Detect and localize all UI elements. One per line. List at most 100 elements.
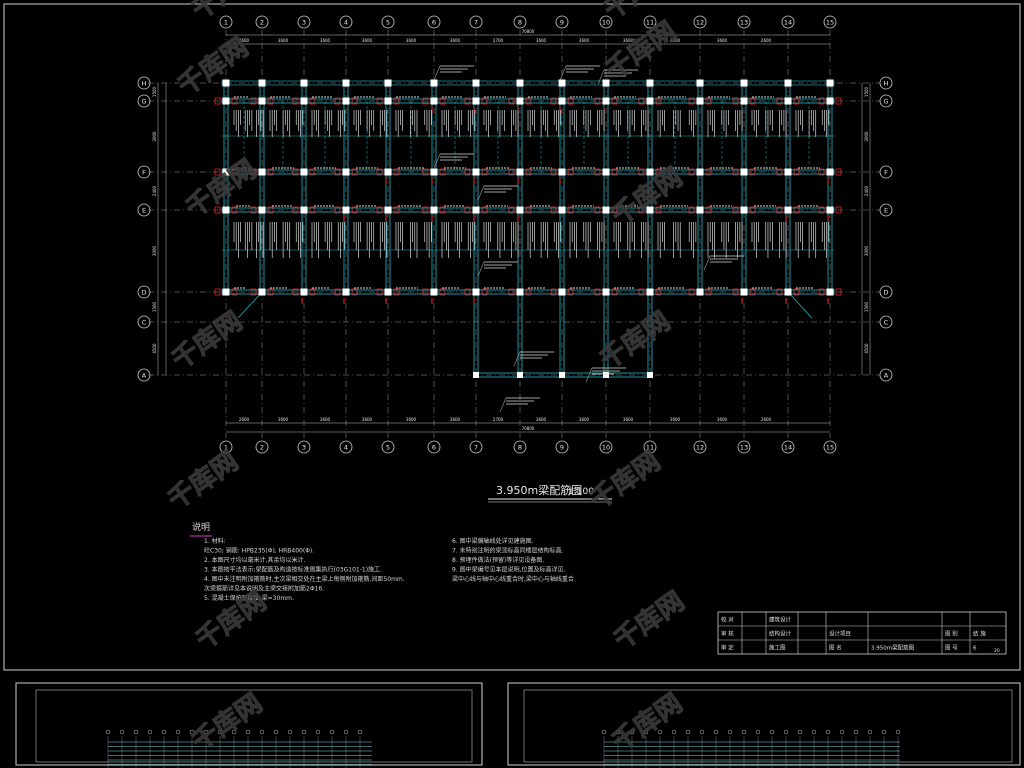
preview-bubble [825,729,831,735]
sheet-border-lower-right [507,682,1021,766]
axis-bubble [879,94,893,108]
column [430,288,438,296]
preview-bubble [203,729,209,735]
rebar-mark [481,206,488,214]
axis-label: 6 [432,444,436,452]
note-line: 8. 预埋件做法(预留)等详见设备图. [452,556,544,564]
column [559,372,565,378]
preview-bubble [147,729,153,735]
rebar-mark [267,206,274,214]
rebar-mark [776,168,783,176]
dimension-label: 3600 [670,38,681,43]
preview-bubble [629,729,635,735]
axis-label: E [884,207,888,215]
axis-label: 15 [826,19,834,27]
preview-bubble [853,729,859,735]
column [646,79,654,87]
dimension-label: 3000 [864,131,869,142]
axis-label: G [141,98,146,106]
axis-label: C [142,319,147,327]
beam-horizontal [221,207,835,213]
axis-bubble [693,15,707,29]
rebar-mark [376,206,383,214]
watermark-text: 千库网 [167,306,248,375]
title-block-cell: 结 施 [973,630,986,638]
watermark-text: 千库网 [595,306,676,375]
dimension-label: 3600 [536,38,547,43]
rebar-mark [705,168,712,176]
rebar-mark [439,97,446,105]
column [300,97,308,105]
watermark-text: 千库网 [585,446,666,515]
rebar-mark [818,168,825,176]
column [558,97,566,105]
column [784,206,792,214]
axis-bubble [469,440,483,454]
column [430,97,438,105]
dimension-label: 3600 [362,38,373,43]
axis-bubble [737,440,751,454]
column [384,97,392,105]
axis-label: 12 [696,19,704,27]
column [646,288,654,296]
column [222,79,230,87]
preview-bubble [769,729,775,735]
column [826,79,834,87]
rebar-mark [732,168,739,176]
axis-bubble [737,15,751,29]
axis-label: 2 [260,444,264,452]
rebar-mark [655,97,662,105]
axis-label: F [142,169,146,177]
watermark-text: 千库网 [609,586,690,655]
rebar-mark [776,97,783,105]
column [784,97,792,105]
axis-bubble [879,203,893,217]
preview-bubble [755,729,761,735]
axis-bubble [555,440,569,454]
column [258,206,266,214]
axis-bubble [643,440,657,454]
column [516,288,524,296]
rebar-mark [638,168,645,176]
rebar-mark [611,97,618,105]
axis-bubble [339,440,353,454]
rebar-mark [267,97,274,105]
dimension-label: 2700 [493,38,504,43]
column [258,97,266,105]
rebar-mark [638,206,645,214]
column [740,288,748,296]
axis-label: 5 [386,19,390,27]
rebar-mark [611,168,618,176]
title-block-cell: 建筑设计 [769,616,792,624]
axis-label: 13 [740,19,748,27]
rebar-mark [464,288,471,296]
preview-bubble [643,729,649,735]
rebar-mark [688,168,695,176]
preview-bubble [657,729,663,735]
dimension-total: 70800 [522,29,535,34]
axis-bubble [137,285,151,299]
rebar-mark [594,97,601,105]
rebar-mark [351,288,358,296]
axis-label: 15 [826,444,834,452]
preview-bubble [671,729,677,735]
lower-sheet-previews [105,729,901,768]
rebar-mark [481,168,488,176]
title-block-cell: 图 号 [945,644,958,652]
dimension-label: 2600 [239,38,250,43]
dimension-label: 1500 [864,86,869,97]
rebar-mark [334,168,341,176]
preview-bubble [867,729,873,735]
rebar-mark [793,206,800,214]
axis-label: 10 [602,19,610,27]
rebar-mark [508,288,515,296]
rebar-mark [393,288,400,296]
column [300,79,308,87]
rebar-mark [292,288,299,296]
rebar-mark [705,288,712,296]
leader-line [559,65,567,81]
rebar-mark [334,206,341,214]
rebar-mark [231,97,238,105]
axis-bubble [137,94,151,108]
dimension-label: 1500 [152,301,157,312]
